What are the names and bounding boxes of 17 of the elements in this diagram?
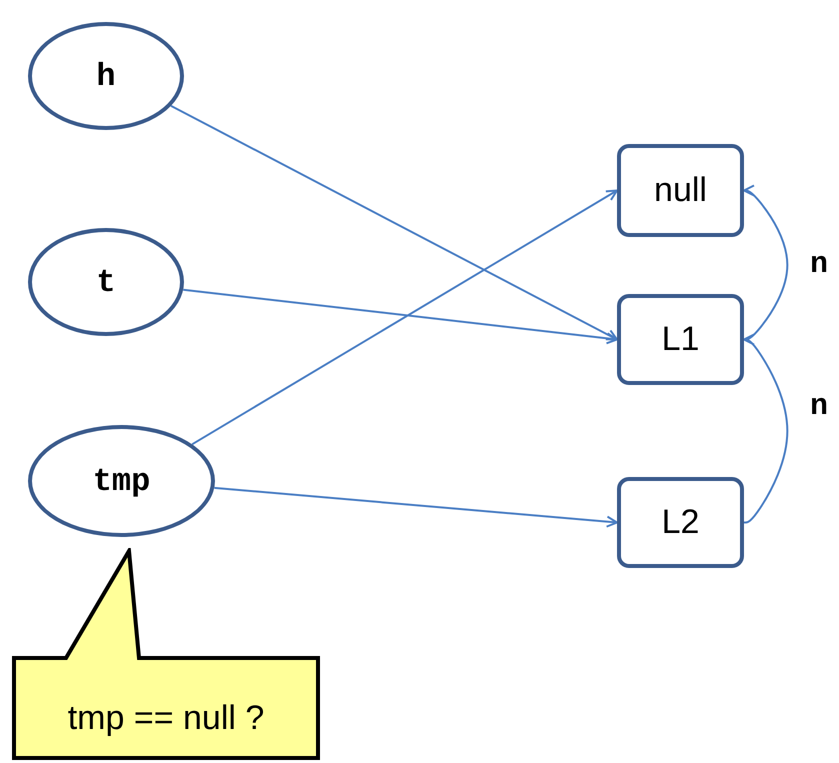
arrow [743,184,788,340]
speech-callout [11,548,321,760]
variable-name: h [96,58,116,94]
list-node-box [617,294,744,385]
callout-text: tmp == null ? [68,699,264,738]
arrow [743,334,788,524]
node-label: L1 [662,320,700,359]
list-node-box [617,477,744,568]
arrow [183,288,618,344]
arrow [170,104,618,340]
variable-name: t [96,264,116,300]
list-node-box [617,144,744,237]
node-label: L2 [662,503,700,542]
variable-name: tmp [92,462,150,500]
arrow [214,486,618,528]
arrow [192,190,618,446]
node-label: null [654,171,707,210]
